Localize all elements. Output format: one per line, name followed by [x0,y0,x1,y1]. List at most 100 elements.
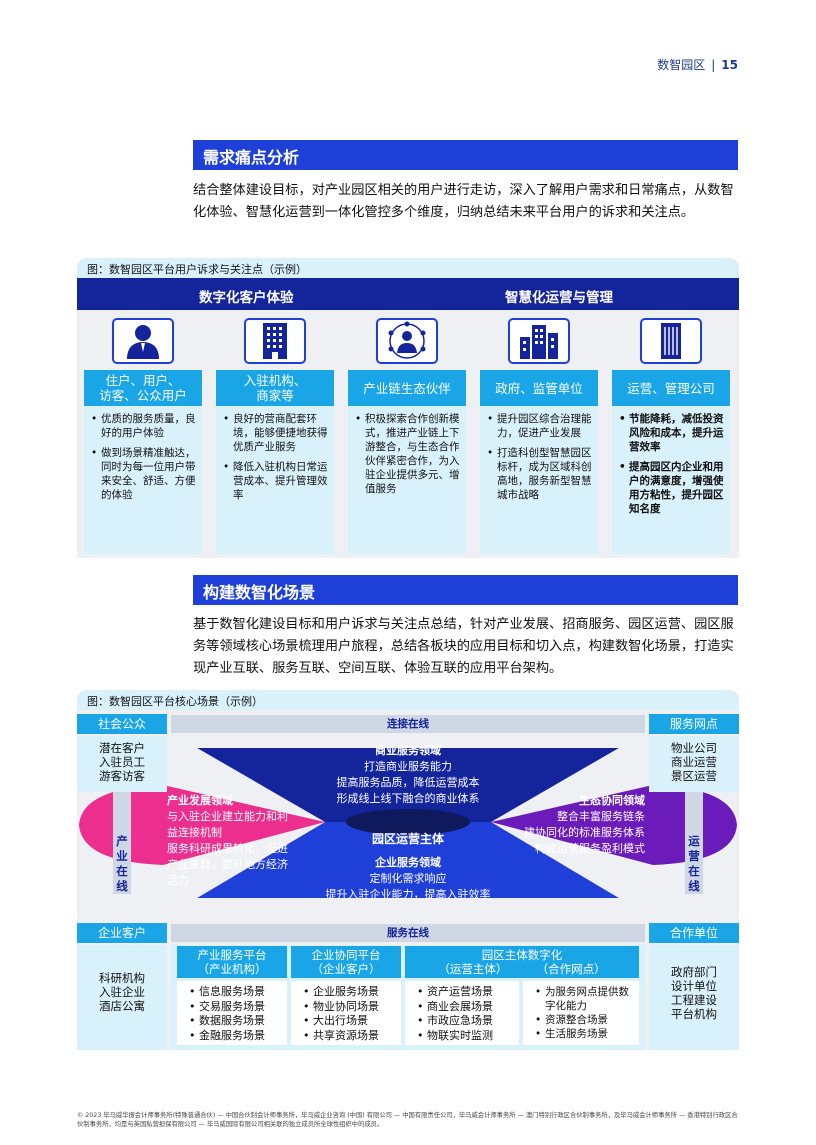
platform-item: 企业服务场景 [303,985,395,1000]
platform-item: 为服务网点提供数字化能力 [535,985,633,1013]
column-body: 积极探索合作创新模式，推进产业链上下游整合，与生态合作伙伴紧密合作，为入驻企业提… [348,406,466,554]
government-column: 政府、监管单位 提升园区综合治理能力，促进产业发展 打造科创型智慧园区标杆，成为… [480,316,598,554]
column-label: 政府、监管单位 [480,370,598,406]
column-point: 做到场景精准触达，同时为每一位用户带来安全、舒适、方便的体验 [90,446,196,502]
column-point: 优质的服务质量，良好的用户体验 [90,412,196,440]
column-point: 积极探索合作创新模式，推进产业链上下游整合，与生态合作伙伴紧密合作，为入驻企业提… [354,412,460,496]
platform-list: 资产运营场景 商业会展场景 市政应急场景 物联实时监测 [405,981,519,1045]
column-point: 打造科创型智慧园区标杆，成为区域科创高地，服务新型智慧城市战略 [486,446,592,502]
partner-unit-items: 政府部门 设计单位 工程建设 平台机构 [649,945,739,1050]
column-point: 提高园区内企业和用户的满意度，增强使用方粘性，提升园区知名度 [618,460,724,516]
side-industry-online: 产 业 在 线 [116,834,128,893]
domain-line: 定制化需求响应 [369,872,447,885]
platform-item: 大出行场景 [303,1014,395,1029]
domain-title: 产业发展领域 [167,794,233,807]
partner-column: 产业链生态伙伴 积极探索合作创新模式，推进产业链上下游整合，与生态合作伙伴紧密合… [348,316,466,554]
platform-head: 产业服务平台 （产业机构） [177,946,287,978]
figure-caption: 图：数智园区平台核心场景（示例） [77,690,739,710]
band-service-online: 服务在线 [171,924,645,942]
domain-title: 商业服务领域 [375,744,441,757]
platform-item: 物联实时监测 [417,1029,513,1044]
domain-line: 打造商业服务能力 [364,760,452,773]
platform-head: 企业协同平台 （企业客户） [291,946,401,978]
domain-title: 生态协同领域 [579,794,645,807]
platform-item: 数据服务场景 [189,1014,281,1029]
label-public: 社会公众 [77,714,167,734]
header-separator: | [711,58,716,72]
platform-item: 物业协同场景 [303,1000,395,1015]
domain-line: 构建运营服务盈利模式 [535,842,645,855]
tenant-column: 入驻机构、 商家等 良好的营商配套环境，能够便捷地获得优质产业服务 降低入驻机构… [216,316,334,554]
platform-item: 商业会展场景 [417,1000,513,1015]
footer-copyright: © 2023 毕马威华振会计师事务所(特殊普通合伙) — 中国合伙制会计师事务所… [77,1112,738,1128]
city-buildings-icon [508,318,570,364]
header-title: 数智园区 [657,58,706,72]
center-label: 园区运营主体 [371,832,444,846]
office-tower-icon [640,318,702,364]
column-body: 优质的服务质量，良好的用户体验 做到场景精准触达，同时为每一位用户带来安全、舒适… [84,406,202,554]
platform-item: 资源整合场景 [535,1013,633,1027]
platform-list: 企业服务场景 物业协同场景 大出行场景 共享资源场景 [291,981,401,1045]
page-header: 数智园区 | 15 [657,56,738,73]
platform-list: 为服务网点提供数字化能力 资源整合场景 生活服务场景 [523,981,639,1045]
section-paragraph-scenarios: 基于数智化建设目标和用户诉求与关注点总结，针对产业发展、招商服务、园区运营、园区… [193,617,734,676]
column-label: 运营、管理公司 [612,370,730,406]
person-icon [112,318,174,364]
figure-caption: 图：数智园区平台用户诉求与关注点（示例） [77,258,739,278]
column-body: 节能降耗，减低投资风险和成本，提升运营效率 提高园区内企业和用户的满意度，增强使… [612,406,730,554]
platform-item: 共享资源场景 [303,1029,395,1044]
domain-line: 服务科研成果转化，促进产业集群，提升地方经济活力 [167,842,288,887]
top-domain-shape [197,748,619,822]
bottom-domain-shape [197,822,619,898]
section-title-demand: 需求痛点分析 [193,140,738,170]
platform-item: 金融服务场景 [189,1029,281,1044]
bottom-domain-text: 企业服务领域 定制化需求响应 提升入驻企业能力，提高入驻效率 [297,855,519,903]
column-point: 降低入驻机构日常运营成本、提升管理效率 [222,460,328,502]
domain-line: 提高服务品质，降低运营成本 [336,776,480,789]
enterprise-client-items: 科研机构 入驻企业 酒店公寓 [77,945,167,1050]
column-label: 住户、用户、 访客、公众用户 [84,370,202,406]
domain-line: 与入驻企业建立能力和利益连接机制 [167,810,288,839]
column-body: 提升园区综合治理能力，促进产业发展 打造科创型智慧园区标杆，成为区域科创高地，服… [480,406,598,554]
service-point-items: 物业公司 商业运营 景区运营 [649,736,739,792]
building-icon [244,318,306,364]
user-column: 住户、用户、 访客、公众用户 优质的服务质量，良好的用户体验 做到场景精准触达，… [84,316,202,554]
platform-item: 市政应急场景 [417,1014,513,1029]
domain-line: 提升入驻企业能力，提高入驻效率 [325,888,491,901]
figure-core-scenarios: 图：数智园区平台核心场景（示例） 社会公众 潜在客户 入驻员工 游客访客 服务网… [77,690,739,1050]
platform-item: 交易服务场景 [189,1000,281,1015]
header-smart-operations: 智慧化运营与管理 [505,290,613,306]
domain-line: 建协同化的标准服务体系 [524,826,645,839]
section-title-scenarios: 构建数智化场景 [193,575,738,605]
platform-item: 资产运营场景 [417,985,513,1000]
platform-list: 信息服务场景 交易服务场景 数据服务场景 金融服务场景 [177,981,287,1045]
band-connection-online: 连接在线 [171,715,645,733]
header-digital-experience: 数字化客户体验 [199,290,294,306]
top-domain-text: 商业服务领域 打造商业服务能力 提高服务品质，降低运营成本 形成线上线下融合的商… [307,743,509,807]
domain-title: 企业服务领域 [375,856,441,869]
column-label: 入驻机构、 商家等 [216,370,334,406]
column-point: 提升园区综合治理能力，促进产业发展 [486,412,592,440]
right-domain-text: 生态协同领域 整合丰富服务链条 建协同化的标准服务体系 构建运营服务盈利模式 [495,793,645,857]
label-enterprise-clients: 企业客户 [77,923,167,943]
platform-head: 园区主体数字化 （运营主体） （合作网点） [405,946,639,978]
column-point: 节能降耗，减低投资风险和成本，提升运营效率 [618,412,724,454]
platform-item: 信息服务场景 [189,985,281,1000]
side-operation-online: 运 营 在 线 [688,834,700,893]
label-partner-units: 合作单位 [649,923,739,943]
center-hub [346,809,470,835]
label-service-points: 服务网点 [649,714,739,734]
platform-item: 生活服务场景 [535,1027,633,1041]
section-paragraph-demand: 结合整体建设目标，对产业园区相关的用户进行走访，深入了解用户需求和日常痛点，从数… [193,183,734,220]
figure-user-demands: 图：数智园区平台用户诉求与关注点（示例） 数字化客户体验 智慧化运营与管理 住户… [77,258,739,558]
left-domain-text: 产业发展领域 与入驻企业建立能力和利益连接机制 服务科研成果转化，促进产业集群，… [167,793,295,889]
column-point: 良好的营商配套环境，能够便捷地获得优质产业服务 [222,412,328,454]
page-number: 15 [721,58,738,72]
figure-header-band: 数字化客户体验 智慧化运营与管理 [77,278,739,310]
operator-column: 运营、管理公司 节能降耗，减低投资风险和成本，提升运营效率 提高园区内企业和用户… [612,316,730,554]
domain-line: 整合丰富服务链条 [557,810,645,823]
scenario-diagram [78,748,738,898]
network-person-icon [376,318,438,364]
column-label: 产业链生态伙伴 [348,370,466,406]
domain-line: 形成线上线下融合的商业体系 [336,792,480,805]
